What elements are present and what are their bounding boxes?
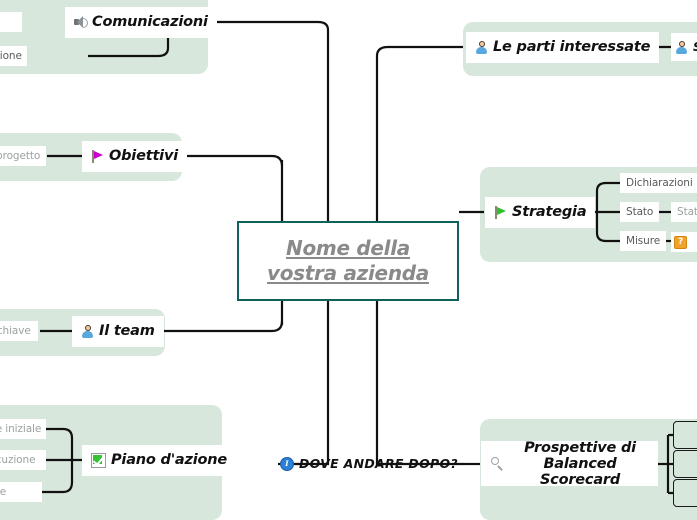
node-strategia-child-misure-label: Misure: [626, 235, 661, 247]
node-comunicazioni-child-1[interactable]: [0, 12, 22, 32]
root-title-line1: Nome della: [286, 236, 410, 260]
person-icon: [675, 40, 688, 54]
node-dove-andare-dopo-label: DOVE ANDARE DOPO?: [299, 456, 458, 471]
node-parti-interessate-child-1-label: S: [693, 40, 697, 54]
node-il-team-label: Il team: [99, 323, 155, 339]
node-strategia-label: Strategia: [512, 204, 587, 220]
node-strategia-child-dichiarazioni[interactable]: Dichiarazioni: [620, 173, 697, 193]
info-icon: i: [280, 456, 294, 471]
node-piano-azione-child-1[interactable]: ase iniziale: [0, 419, 46, 439]
root-title-line2: vostra azienda: [267, 261, 429, 285]
node-obiettivi-child-1[interactable]: l progetto: [0, 146, 46, 166]
node-comunicazioni-child-2[interactable]: azione: [0, 46, 27, 66]
node-obiettivi-child-1-label: l progetto: [0, 150, 41, 162]
node-strategia-grandchild-stato-label: Stat: [677, 206, 697, 218]
node-il-team-child-1[interactable]: li chiave: [0, 321, 38, 341]
node-parti-interessate-label: Le parti interessate: [493, 39, 651, 55]
search-icon: [491, 456, 505, 471]
node-strategia[interactable]: Strategia: [485, 197, 596, 228]
node-strategia-child-stato[interactable]: Stato: [620, 202, 660, 222]
node-piano-azione-child-3[interactable]: ione: [0, 482, 42, 502]
node-strategia-child-dichiarazioni-label: Dichiarazioni: [626, 177, 693, 189]
flag-green-icon: [494, 205, 507, 219]
node-balanced-scorecard[interactable]: Prospettive di Balanced Scorecard: [481, 439, 658, 488]
node-il-team[interactable]: Il team: [72, 316, 164, 347]
node-strategia-grandchild-stato[interactable]: Stat: [671, 202, 697, 222]
node-piano-azione-label: Piano d'azione: [111, 452, 228, 468]
node-comunicazioni-child-2-label: azione: [0, 50, 22, 62]
node-balanced-scorecard-line1: Prospettive di: [524, 439, 636, 456]
node-parti-interessate[interactable]: Le parti interessate: [466, 32, 660, 63]
node-comunicazioni-label: Comunicazioni: [92, 14, 208, 30]
node-piano-azione-child-2-label: secuzione: [0, 454, 36, 466]
node-obiettivi[interactable]: Obiettivi: [82, 141, 187, 172]
node-balanced-scorecard-child-2[interactable]: [673, 450, 697, 478]
node-strategia-child-stato-label: Stato: [626, 206, 654, 218]
node-il-team-child-1-label: li chiave: [0, 325, 31, 337]
node-balanced-scorecard-line2: Balanced Scorecard: [539, 455, 621, 488]
check-icon: [91, 452, 106, 468]
node-strategia-child-misure[interactable]: Misure: [620, 231, 667, 251]
node-balanced-scorecard-child-3[interactable]: [673, 479, 697, 507]
flag-magenta-icon: [91, 149, 104, 163]
node-obiettivi-label: Obiettivi: [109, 148, 178, 164]
node-piano-azione-child-3-label: ione: [0, 486, 7, 498]
node-piano-azione-child-2[interactable]: secuzione: [0, 450, 46, 470]
orange-badge-icon: ?: [674, 235, 687, 249]
node-piano-azione[interactable]: Piano d'azione: [82, 445, 237, 476]
node-strategia-grandchild-misure[interactable]: ?: [671, 232, 697, 252]
node-piano-azione-child-1-label: ase iniziale: [0, 423, 42, 435]
node-balanced-scorecard-child-1[interactable]: [673, 421, 697, 449]
root-node[interactable]: Nome della vostra azienda: [237, 221, 459, 301]
sound-icon: [74, 16, 88, 28]
node-comunicazioni[interactable]: Comunicazioni: [65, 7, 217, 38]
person-icon: [81, 324, 94, 338]
person-icon: [475, 40, 488, 54]
node-parti-interessate-child-1[interactable]: S: [671, 33, 697, 61]
node-dove-andare-dopo[interactable]: i DOVE ANDARE DOPO?: [280, 456, 458, 471]
